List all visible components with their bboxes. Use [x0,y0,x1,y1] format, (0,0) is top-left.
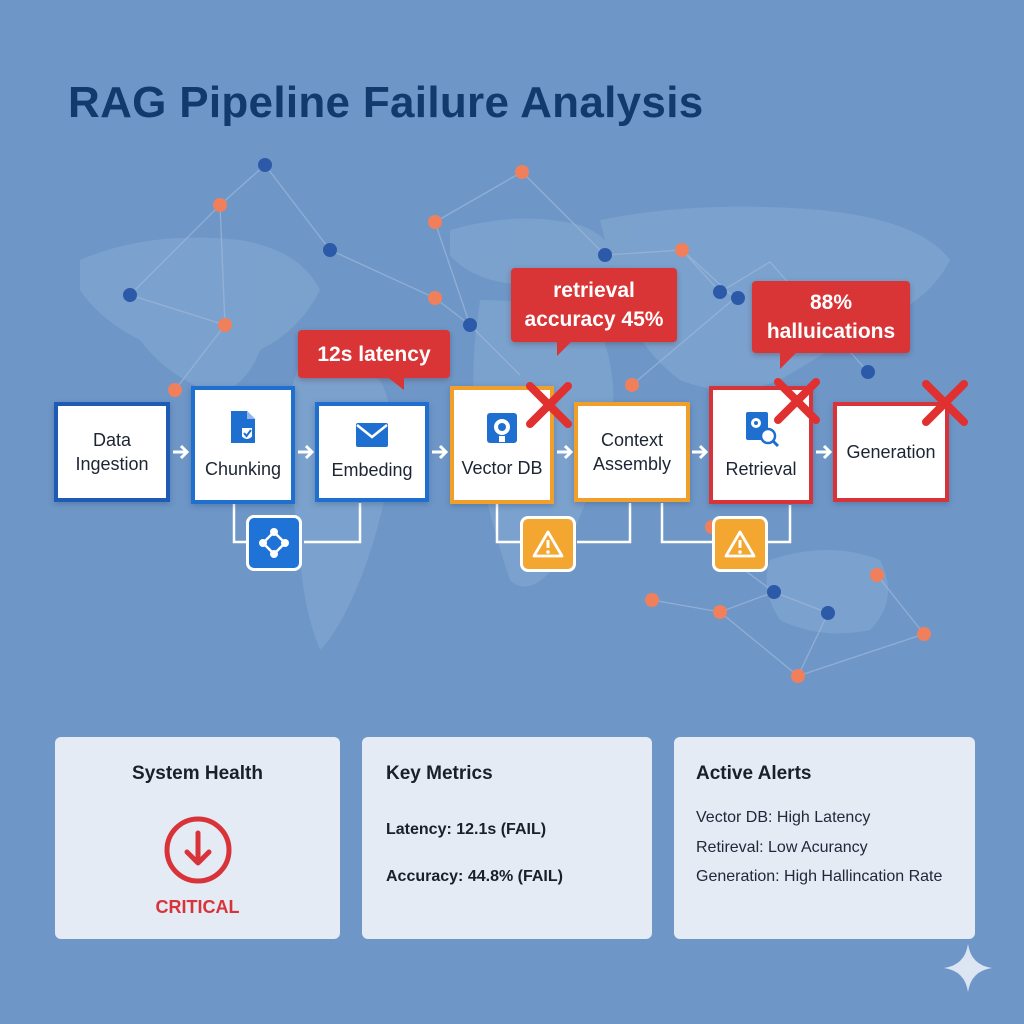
flow-arrow-icon [692,444,709,460]
system-health-panel: System Health CRITICAL [55,737,340,939]
flow-arrow-icon [432,444,449,460]
stage-label: Embeding [331,460,413,480]
panel-title: Key Metrics [386,763,493,784]
flow-arrow-icon [557,444,574,460]
alert-item[interactable]: Retireval: Low Acurancy [696,839,868,856]
stage-vector-db[interactable]: Vector DB [450,386,554,504]
callout-hallucinations: 88% halluications [752,281,910,369]
stage-label: Context Assembly [592,430,672,474]
flow-arrow-icon [298,444,315,460]
callout-tail [386,376,404,390]
warning-badge[interactable] [712,516,768,572]
warning-triangle-icon [532,530,564,558]
callout-latency: 12s latency [298,330,450,390]
network-badge[interactable] [246,515,302,571]
stage-label: Generation [846,442,936,462]
sparkle-icon [944,944,992,992]
failure-x-icon [922,380,968,426]
database-icon [484,410,520,452]
warning-triangle-icon [724,530,756,558]
key-metrics-panel: Key Metrics Latency: 12.1s (FAIL) Accura… [362,737,652,939]
stage-data-ingestion[interactable]: Data Ingestion [54,402,170,502]
panel-title: Active Alerts [696,763,812,784]
callout-tail [780,351,798,369]
alert-item[interactable]: Vector DB: High Latency [696,809,871,826]
failure-x-icon [526,382,572,428]
page-title: RAG Pipeline Failure Analysis [68,78,704,127]
network-nodes-icon [259,528,289,558]
stage-label: Chunking [204,459,282,479]
flow-arrow-icon [173,444,190,460]
stage-generation[interactable]: Generation [833,402,949,502]
failure-x-icon [774,378,820,424]
down-arrow-circle-icon [164,816,232,884]
flow-arrow-icon [816,444,833,460]
stage-chunking[interactable]: Chunking [191,386,295,504]
metric-accuracy: Accuracy: 44.8% (FAIL) [386,868,563,885]
envelope-icon [355,422,389,454]
search-gear-icon [742,409,780,453]
health-status-label: CRITICAL [155,897,240,917]
metric-latency: Latency: 12.1s (FAIL) [386,821,547,838]
stage-label: Data Ingestion [75,430,149,474]
stage-label: Retrieval [725,459,797,479]
document-check-icon [225,409,261,453]
panel-title: System Health [132,763,263,784]
alert-item[interactable]: Generation: High Hallincation Rate [696,868,943,885]
active-alerts-panel: Active Alerts Vector DB: High Latency Re… [674,737,975,939]
warning-badge[interactable] [520,516,576,572]
stage-context-assembly[interactable]: Context Assembly [574,402,690,502]
callout-tail [557,340,573,356]
stage-label: Vector DB [461,458,543,478]
stage-embeding[interactable]: Embeding [315,402,429,502]
callout-retrieval-accuracy: retrieval accuracy 45% [511,268,677,356]
